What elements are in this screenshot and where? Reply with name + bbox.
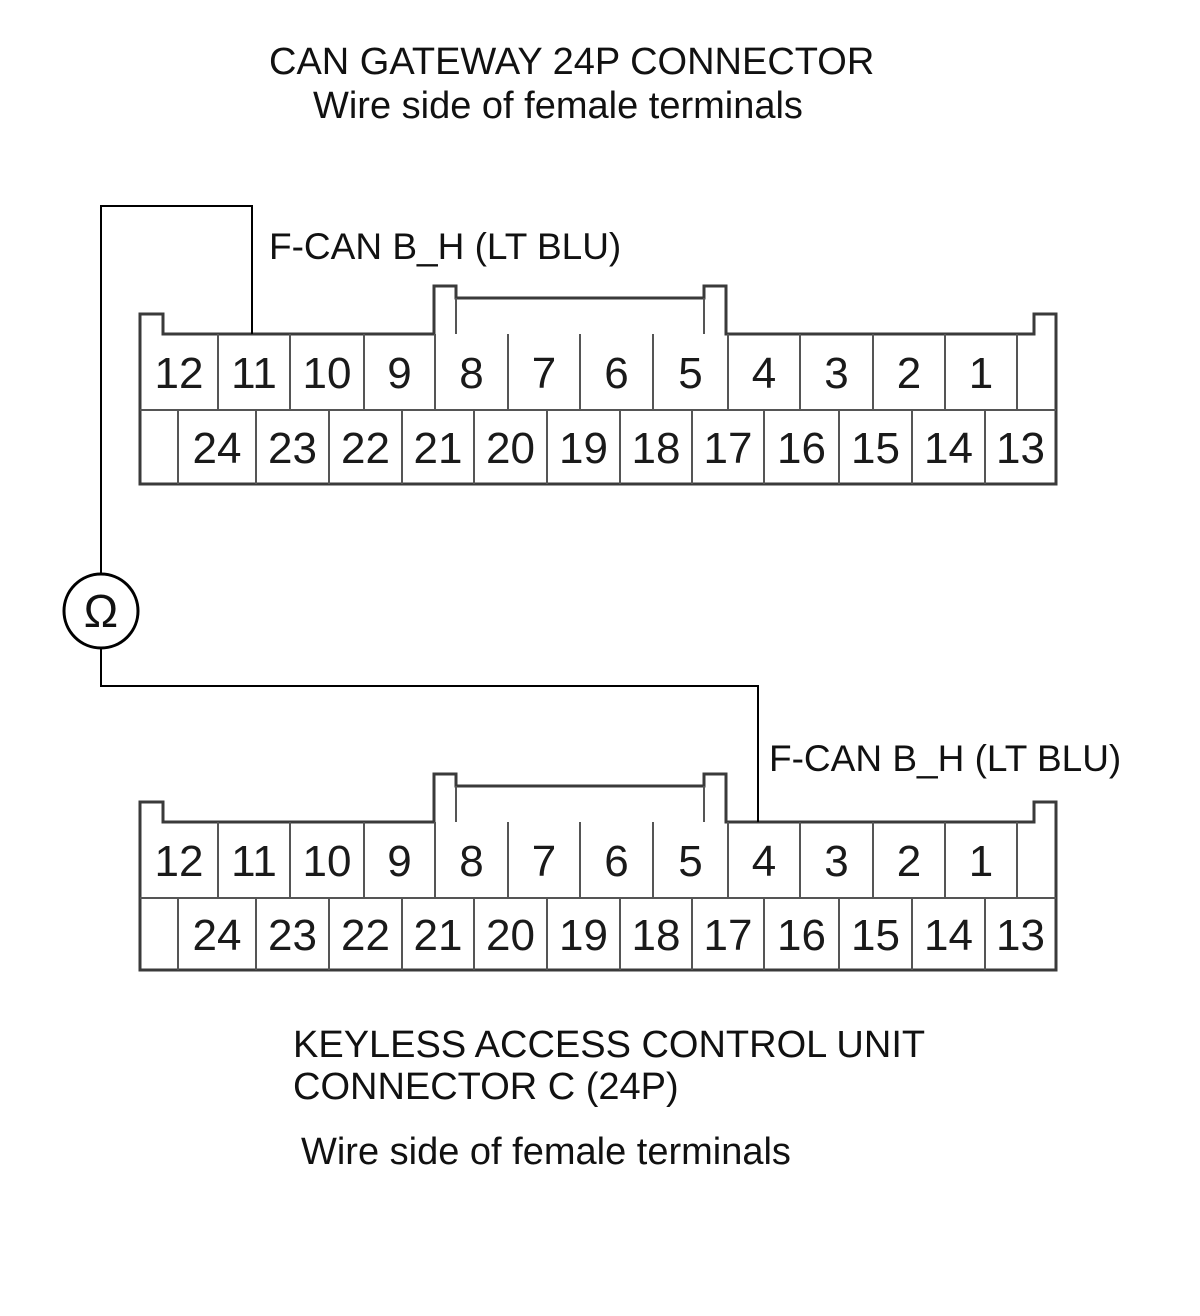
bottom-connector-pin-20: 20 xyxy=(486,911,535,960)
top-connector-pin-8: 8 xyxy=(459,349,483,398)
wire-to-bottom-pin-4 xyxy=(100,648,759,822)
top-connector-pin-4: 4 xyxy=(752,349,776,398)
bottom-connector-pin-8: 8 xyxy=(459,837,483,886)
top-connector-pin-21: 21 xyxy=(414,424,463,473)
bottom-connector-pin-2: 2 xyxy=(897,837,921,886)
top-connector-pin-17: 17 xyxy=(704,424,753,473)
top-connector-title: CAN GATEWAY 24P CONNECTOR xyxy=(269,41,874,83)
bottom-connector-pin-19: 19 xyxy=(559,911,608,960)
wire-to-top-pin-11 xyxy=(100,205,253,574)
bottom-connector-pin-6: 6 xyxy=(604,837,628,886)
top-connector-pin-15: 15 xyxy=(851,424,900,473)
top-connector-pin-9: 9 xyxy=(387,349,411,398)
top-connector-pin-6: 6 xyxy=(604,349,628,398)
top-connector-pin-14: 14 xyxy=(924,424,973,473)
bottom-connector-pin-5: 5 xyxy=(678,837,702,886)
top-connector-pin-5: 5 xyxy=(678,349,702,398)
bottom-connector-pin-21: 21 xyxy=(414,911,463,960)
bottom-connector-subtitle: Wire side of female terminals xyxy=(301,1131,791,1173)
bottom-connector-pin-3: 3 xyxy=(824,837,848,886)
bottom-connector-pin-14: 14 xyxy=(924,911,973,960)
bottom-connector-pin-1: 1 xyxy=(969,837,993,886)
top-connector-pin-22: 22 xyxy=(341,424,390,473)
bottom-connector-pin-11: 11 xyxy=(231,837,277,886)
bottom-connector-pin-9: 9 xyxy=(387,837,411,886)
top-connector-pin-19: 19 xyxy=(559,424,608,473)
bottom-connector-pin-22: 22 xyxy=(341,911,390,960)
bottom-connector-pin-24: 24 xyxy=(193,911,242,960)
top-connector-pin-16: 16 xyxy=(777,424,826,473)
bottom-connector-pin-7: 7 xyxy=(532,837,556,886)
top-wire-label: F-CAN B_H (LT BLU) xyxy=(269,226,621,267)
ohmmeter-icon: Ω xyxy=(62,572,140,650)
top-connector-pin-7: 7 xyxy=(532,349,556,398)
top-connector-pin-3: 3 xyxy=(824,349,848,398)
top-connector-pin-2: 2 xyxy=(897,349,921,398)
top-connector-subtitle: Wire side of female terminals xyxy=(313,85,803,127)
bottom-connector-pin-10: 10 xyxy=(303,837,352,886)
bottom-connector-pin-12: 12 xyxy=(155,837,204,886)
bottom-connector-pin-13: 13 xyxy=(996,911,1045,960)
top-connector-pin-13: 13 xyxy=(996,424,1045,473)
bottom-connector-pin-23: 23 xyxy=(268,911,317,960)
top-connector-pin-1: 1 xyxy=(969,349,993,398)
top-connector-pin-11: 11 xyxy=(231,349,277,398)
bottom-connector-pin-18: 18 xyxy=(632,911,681,960)
top-connector-pin-10: 10 xyxy=(303,349,352,398)
top-connector-pin-18: 18 xyxy=(632,424,681,473)
bottom-connector-pin-4: 4 xyxy=(752,837,776,886)
bottom-connector-title-line2: CONNECTOR C (24P) xyxy=(293,1066,679,1108)
top-connector-pin-24: 24 xyxy=(193,424,242,473)
bottom-connector-pin-16: 16 xyxy=(777,911,826,960)
bottom-wire-label: F-CAN B_H (LT BLU) xyxy=(769,738,1121,779)
bottom-connector-title-line1: KEYLESS ACCESS CONTROL UNIT xyxy=(293,1024,925,1066)
top-connector-pin-20: 20 xyxy=(486,424,535,473)
bottom-connector-pin-15: 15 xyxy=(851,911,900,960)
ohm-symbol: Ω xyxy=(84,585,118,637)
bottom-connector-pin-17: 17 xyxy=(704,911,753,960)
top-connector-pin-12: 12 xyxy=(155,349,204,398)
top-connector-pin-23: 23 xyxy=(268,424,317,473)
